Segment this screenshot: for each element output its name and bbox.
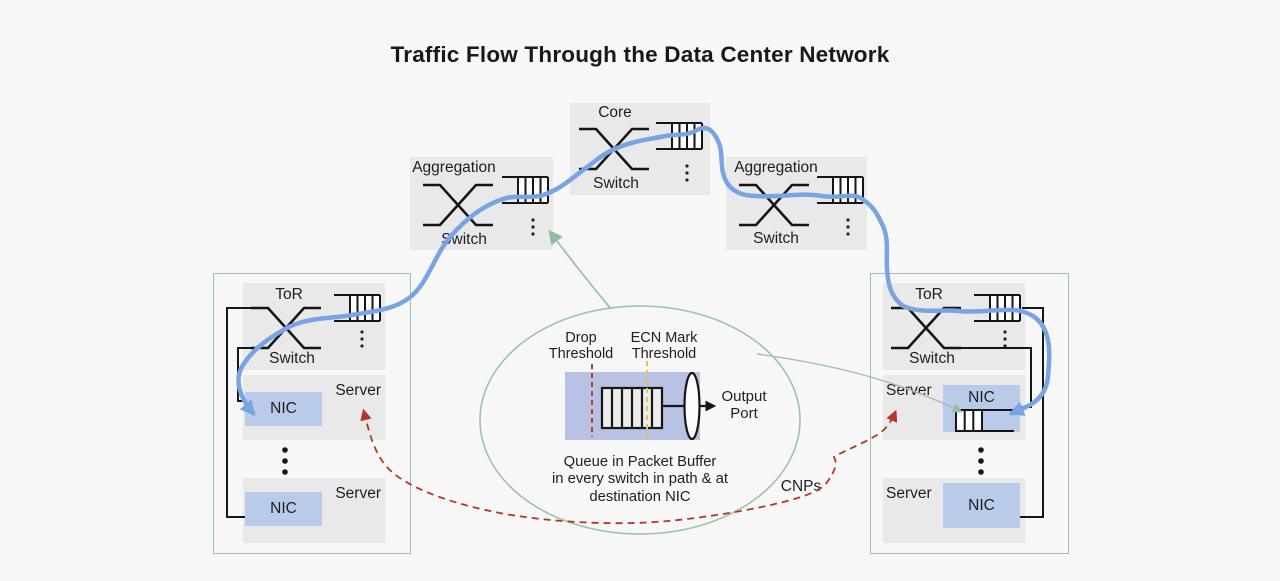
tor-left-type-label: Switch <box>269 350 315 367</box>
nic-right-top: NIC <box>943 385 1020 432</box>
buffer-caption: Queue in Packet Buffer in every switch i… <box>480 454 800 506</box>
tor-left-name-label: ToR <box>275 286 303 303</box>
nic-left-bottom: NIC <box>245 492 322 526</box>
core-type-label: Switch <box>593 175 639 192</box>
aggregation-right-type-label: Switch <box>753 230 799 247</box>
buffer-caption-line3: destination NIC <box>589 488 691 505</box>
nic-right-bottom: NIC <box>943 483 1020 528</box>
ecn-threshold-label: ECN Mark Threshold <box>614 330 714 362</box>
cnps-label: CNPs <box>780 478 822 495</box>
output-port-line1: Output <box>721 388 767 405</box>
output-port-line2: Port <box>730 404 758 422</box>
diagram-title: Traffic Flow Through the Data Center Net… <box>390 42 890 67</box>
output-port-label: Output Port <box>704 388 784 422</box>
ecn-threshold-line2: Threshold <box>631 345 697 362</box>
aggregation-left-type-label: Switch <box>441 231 487 248</box>
server-right-bottom-label: Server <box>886 485 932 502</box>
aggregation-right-name-label: Aggregation <box>734 159 818 176</box>
aggregation-left-name-label: Aggregation <box>412 159 496 176</box>
core-name-label: Core <box>598 104 632 121</box>
nic-left-top: NIC <box>245 392 322 426</box>
tor-right-type-label: Switch <box>909 350 955 367</box>
tor-right-name-label: ToR <box>915 286 943 303</box>
buffer-caption-line2: in every switch in path & at <box>551 471 728 488</box>
buffer-caption-line1: Queue in Packet Buffer <box>563 454 717 470</box>
ecn-threshold-line1: ECN Mark <box>630 330 698 346</box>
annotation-arrow-to-aggregation-queue <box>548 229 612 310</box>
packet-buffer-rect <box>565 372 700 440</box>
